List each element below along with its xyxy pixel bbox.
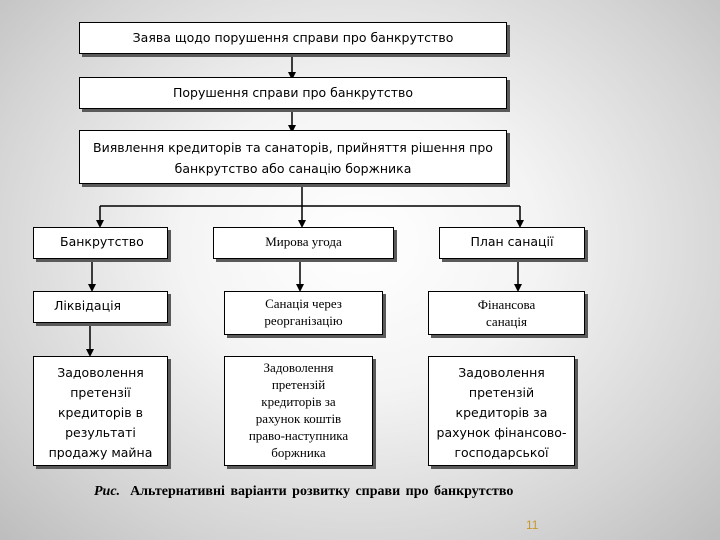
amicable-agreement-text: Мирова угода — [265, 234, 342, 249]
bankruptcy-text: Банкрутство — [60, 234, 144, 249]
left-result-box: Задоволення претензії кредиторів в резул… — [33, 356, 168, 466]
reorganization-line: Санація через — [265, 296, 342, 311]
financial-sanation-box: Фінансова санація — [428, 291, 585, 335]
liquidation-text: Ліквідація — [54, 298, 122, 313]
step-application-box: Заява щодо порушення справи про банкрутс… — [79, 22, 507, 54]
left-result-line: кредиторів в — [58, 405, 143, 420]
middle-result-line: претензій — [271, 377, 326, 392]
middle-result-line: боржника — [271, 445, 326, 460]
bankruptcy-box: Банкрутство — [33, 227, 168, 259]
liquidation-box: Ліквідація — [33, 291, 168, 323]
step-initiation-box: Порушення справи про банкрутство — [79, 77, 507, 109]
figure-caption-text: Альтернативні варіанти розвитку справи п… — [130, 484, 514, 499]
reorganization-box: Санація через реорганізацію — [224, 291, 383, 335]
sanation-plan-text: План санації — [470, 234, 554, 249]
left-result-line: Задоволення — [57, 365, 144, 380]
reorganization-line: реорганізацію — [264, 313, 343, 328]
middle-result-line: рахунок коштів — [255, 411, 342, 426]
figure-caption-label: Рис. — [94, 484, 121, 499]
left-result-line: продажу майна — [48, 445, 153, 460]
step-identification-line2: банкрутство або санацію боржника — [174, 161, 412, 176]
right-result-box: Задоволення претензій кредиторів за раху… — [428, 356, 575, 466]
left-result-line: результаті — [65, 425, 136, 440]
right-result-line: рахунок фінансово- — [436, 425, 567, 440]
financial-sanation-line: санація — [486, 314, 527, 329]
right-result-line: Задоволення — [458, 365, 545, 380]
amicable-agreement-box: Мирова угода — [213, 227, 394, 259]
step-identification-box: Виявлення кредиторів та санаторів, прийн… — [79, 130, 507, 184]
figure-caption: Рис. Альтернативні варіанти розвитку спра… — [94, 484, 654, 500]
middle-result-line: право-наступника — [248, 428, 349, 443]
step-application-text: Заява щодо порушення справи про банкрутс… — [132, 30, 454, 45]
middle-result-line: Задоволення — [263, 360, 334, 375]
middle-result-line: кредиторів за — [261, 394, 336, 409]
left-result-line: претензії — [70, 385, 131, 400]
right-result-line: господарської — [454, 445, 549, 460]
right-result-line: претензій — [468, 385, 535, 400]
sanation-plan-box: План санації — [439, 227, 585, 259]
step-identification-line1: Виявлення кредиторів та санаторів, прийн… — [93, 140, 493, 155]
step-initiation-text: Порушення справи про банкрутство — [172, 85, 414, 100]
right-result-line: кредиторів за — [455, 405, 548, 420]
financial-sanation-line: Фінансова — [477, 297, 536, 312]
middle-result-box: Задоволення претензій кредиторів за раху… — [224, 356, 373, 466]
page-number: 11 — [526, 518, 539, 532]
